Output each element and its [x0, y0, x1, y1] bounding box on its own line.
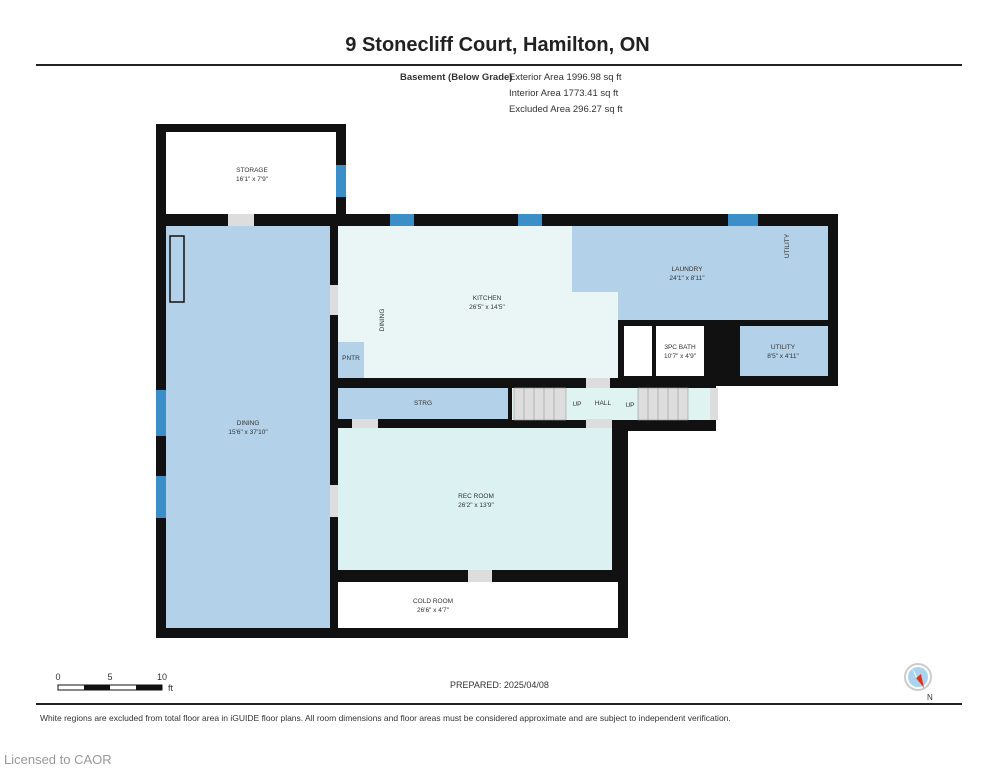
rec-name: REC ROOM [458, 493, 494, 500]
bath-dims: 10'7" x 4'9" [664, 353, 697, 360]
room-strg [338, 388, 508, 419]
room-kitchen [338, 226, 618, 378]
dining-name: DINING [237, 420, 260, 427]
hall-name: HALL [595, 400, 612, 407]
utility-name: UTILITY [771, 344, 796, 351]
strg-name: STRG [414, 400, 432, 407]
room-closet [624, 326, 652, 376]
storage-dims: 16'1" x 7'9" [236, 176, 269, 183]
storage-name: STORAGE [236, 167, 268, 174]
property-title: 9 Stonecliff Court, Hamilton, ON [345, 34, 650, 56]
cold-name: COLD ROOM [413, 598, 453, 605]
laundry-dims: 24'1" x 8'11" [669, 275, 705, 282]
pantry-name: PNTR [342, 355, 360, 362]
windows [156, 165, 758, 518]
compass-north: N [927, 693, 933, 702]
fireplace-icon [169, 235, 185, 303]
disclaimer: White regions are excluded from total fl… [40, 713, 731, 723]
excluded-area: Excluded Area 296.27 sq ft [509, 104, 623, 115]
license-watermark: Licensed to CAOR [4, 752, 112, 767]
exterior-area: Exterior Area 1996.98 sq ft [509, 72, 622, 83]
room-pantry [338, 342, 364, 378]
bottom-divider [36, 703, 962, 705]
prepared-date: PREPARED: 2025/04/08 [450, 680, 549, 690]
kitchen-dims: 26'5" x 14'5" [469, 304, 505, 311]
utility-dims: 8'5" x 4'11" [767, 353, 799, 360]
scale-tick-10: 10 [157, 672, 167, 682]
rec-dims: 26'2" x 13'9" [458, 502, 494, 509]
doors [228, 214, 718, 582]
stairs [513, 387, 689, 421]
top-divider [36, 64, 962, 66]
kitchen-dining-label: DINING [379, 309, 386, 332]
room-cold [338, 582, 618, 628]
laundry-name: LAUNDRY [672, 266, 704, 273]
room-dining-left [166, 226, 330, 628]
area-summary: Exterior Area 1996.98 sq ft Interior Are… [509, 70, 623, 118]
laundry-utility-label: UTILITY [784, 233, 791, 258]
level-label: Basement (Below Grade) [400, 72, 513, 83]
room-labels: STORAGE 16'1" x 7'9" DINING 15'6" x 37'1… [228, 167, 799, 614]
interior-area: Interior Area 1773.41 sq ft [509, 88, 619, 99]
room-laundry [572, 226, 828, 320]
kitchen-name: KITCHEN [473, 295, 502, 302]
stair-up-right: UP [625, 402, 634, 409]
dining-dims: 15'6" x 37'10" [228, 429, 268, 436]
scale-unit: ft [168, 683, 174, 693]
scale-tick-5: 5 [107, 672, 112, 682]
scale-tick-0: 0 [55, 672, 60, 682]
cold-dims: 26'6" x 4'7" [417, 607, 450, 614]
compass-icon: N [904, 663, 933, 702]
room-storage [166, 132, 336, 214]
room-rec [338, 428, 612, 570]
stair-up-left: UP [572, 401, 581, 408]
scale-bar: 0 5 10 ft [55, 672, 173, 693]
bath-name: 3PC BATH [664, 344, 696, 351]
room-utility [740, 326, 828, 376]
room-bath [656, 326, 704, 376]
